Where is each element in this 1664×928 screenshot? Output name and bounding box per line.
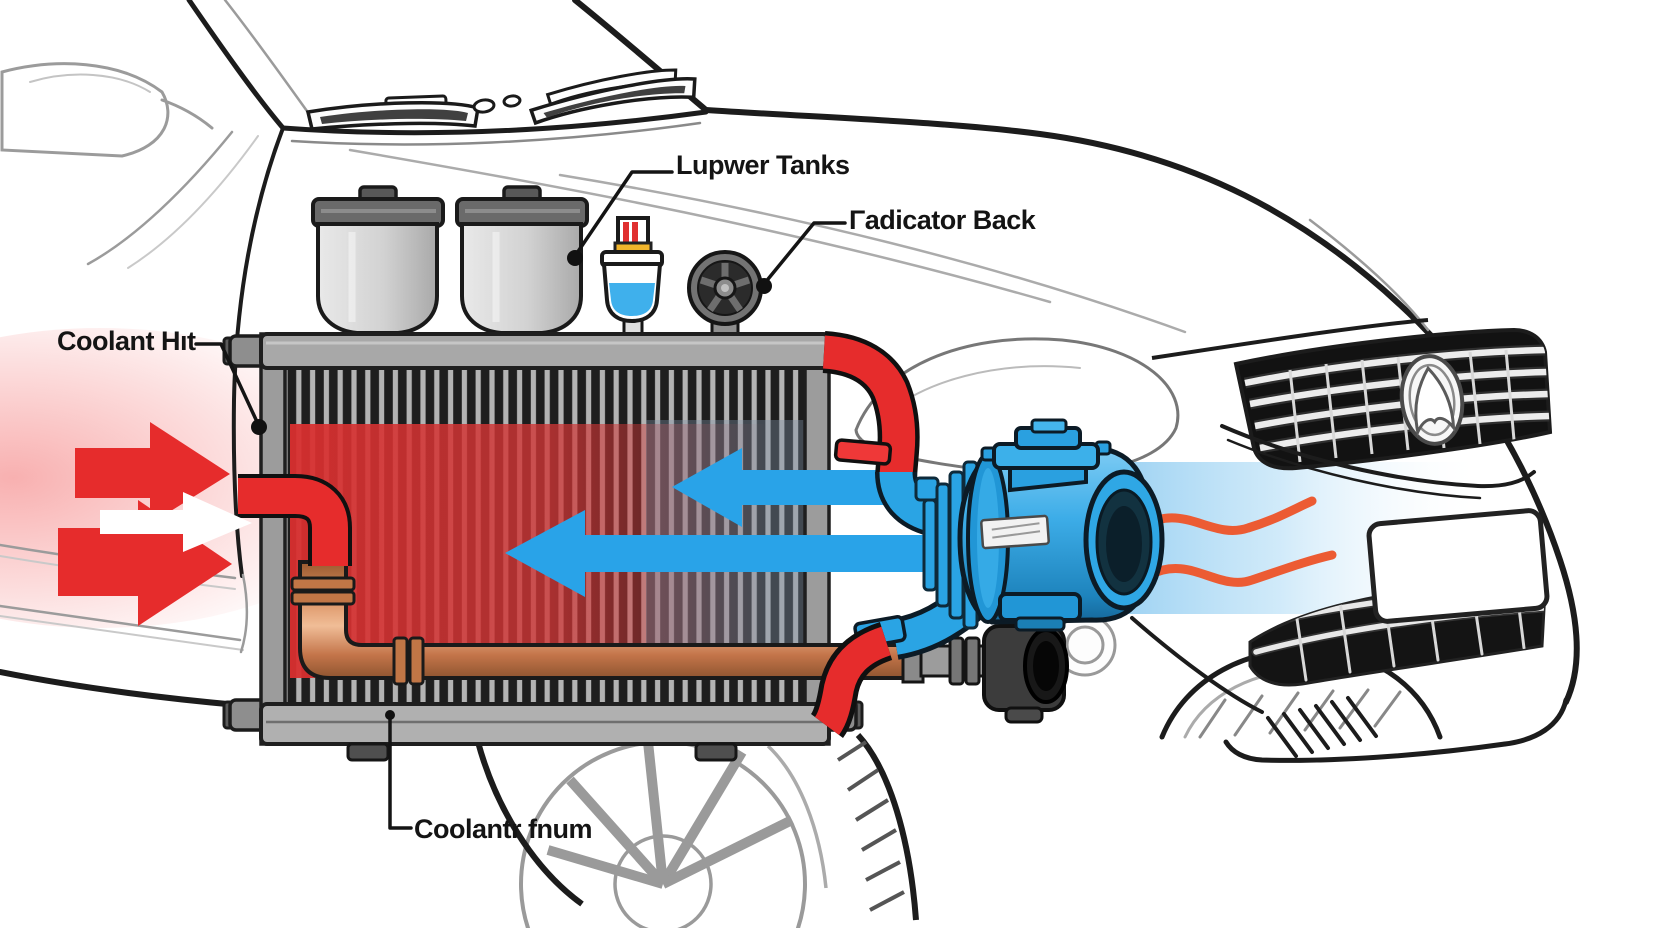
cool-air-arrows <box>505 448 1005 597</box>
radiator-top-bar <box>259 332 831 370</box>
copper-return-pipe <box>290 560 989 686</box>
label-coolant-from: Coolantr fnum <box>414 814 592 844</box>
headlight <box>854 337 1180 476</box>
hot-arrow-upper <box>75 422 230 524</box>
cowl-line <box>280 109 709 136</box>
side-mirror <box>0 62 170 158</box>
front-wheel <box>475 732 919 928</box>
radiator-bottom-bar <box>259 702 831 746</box>
label-upper-tanks: Lupwer Tanks <box>676 150 850 180</box>
cool-arrow-lower <box>505 510 1005 597</box>
white-air-arrow <box>100 492 252 552</box>
label-leader-lines <box>194 170 847 830</box>
hot-air-arrows <box>58 422 252 626</box>
front-grille <box>1151 318 1553 471</box>
radiator-left-rail <box>259 332 287 746</box>
label-coolant-hot: Coolant Hıt <box>57 326 196 356</box>
license-plate <box>1366 508 1550 624</box>
label-radiator-back: Γadicator Back <box>849 205 1036 235</box>
hot-hose-left <box>238 474 352 566</box>
front-bumper <box>1130 424 1569 763</box>
expansion-tanks <box>313 187 587 351</box>
pump-label-plate <box>980 514 1050 550</box>
front-silhouette <box>703 107 1580 705</box>
cool-arrow-upper <box>672 448 905 527</box>
hood-contour <box>348 148 1052 304</box>
windshield-wipers <box>305 68 697 131</box>
hood-contour <box>558 173 1187 334</box>
heat-wave-lines <box>1140 496 1337 587</box>
brand-emblem-icon <box>1399 354 1465 446</box>
coolant-reservoir-bottle <box>600 216 664 352</box>
sill-line <box>0 669 241 708</box>
leader-dots <box>251 250 772 720</box>
water-pump <box>914 418 1165 632</box>
